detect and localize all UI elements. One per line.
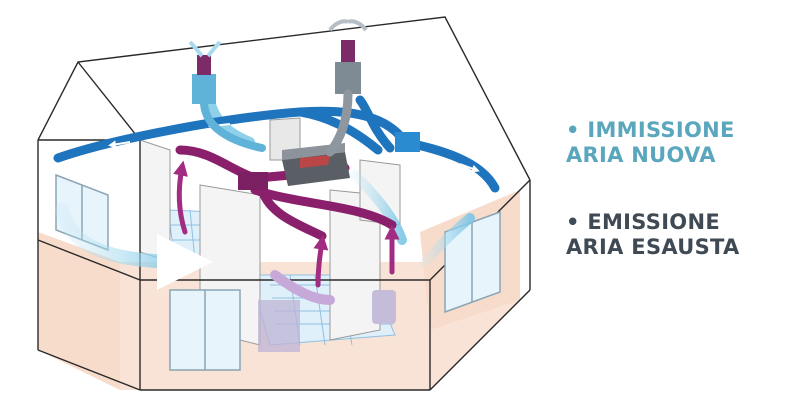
bathroom-fixtures: [258, 290, 396, 352]
fresh-air-streams: [55, 87, 475, 305]
legend-supply-line1: • IMMISSIONE: [566, 118, 735, 142]
legend-exhaust-line2: ARIA ESAUSTA: [566, 235, 740, 259]
supply-duct-vertical: [200, 100, 266, 152]
exhaust-roof-vent-icon: [328, 19, 368, 94]
exhaust-duct-vertical: [325, 89, 353, 157]
legend-exhaust-line1: • EMISSIONE: [566, 210, 720, 234]
supply-roof-vent-icon: [188, 40, 222, 104]
toilet: [372, 290, 396, 324]
house-outline: [37, 16, 531, 391]
exhaust-flow-arrows: [173, 160, 400, 288]
legend-supply-line2: ARIA NUOVA: [566, 143, 716, 167]
heat-recovery-unit-icon: [238, 132, 420, 190]
shower-cabin: [258, 300, 300, 352]
legend-supply-air: • IMMISSIONE ARIA NUOVA: [566, 118, 735, 168]
legend-exhaust-air: • EMISSIONE ARIA ESAUSTA: [566, 210, 740, 260]
